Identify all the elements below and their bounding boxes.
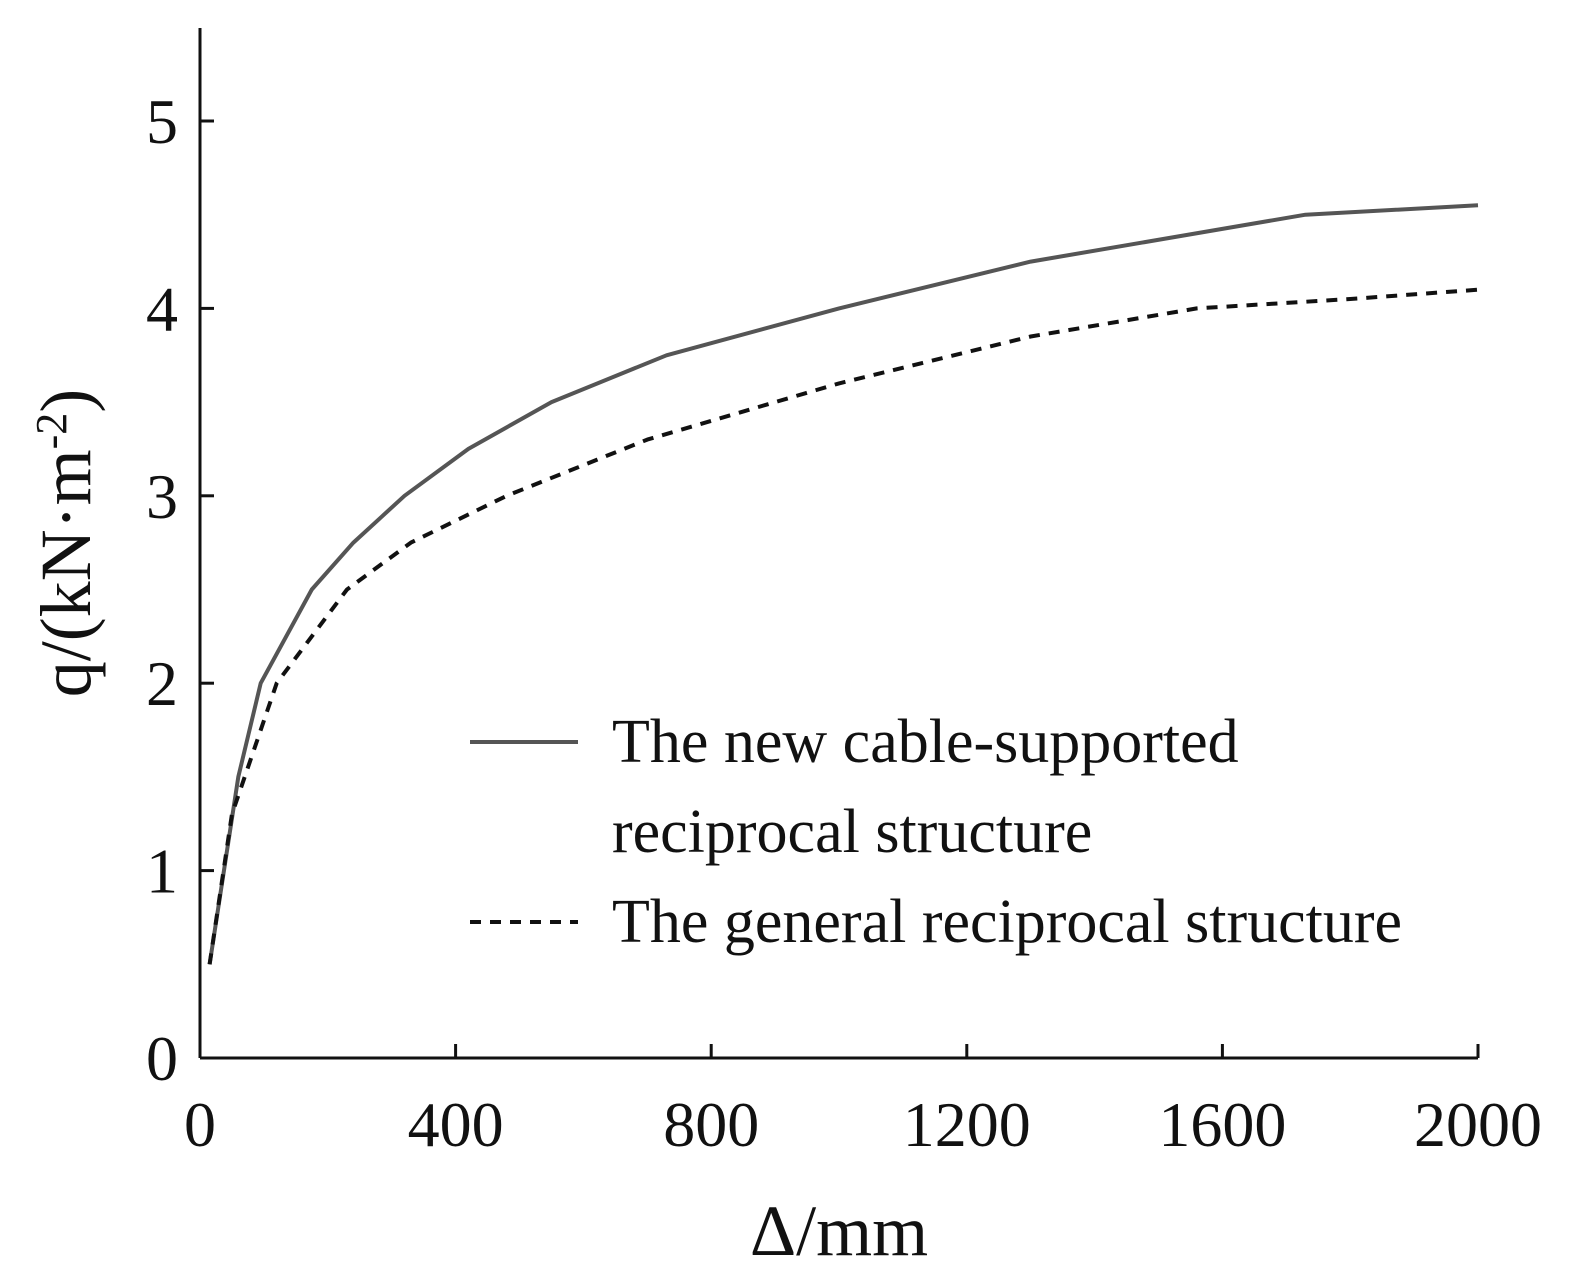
x-tick-label: 400 [408,1089,504,1160]
axes [198,28,1478,1060]
y-tick-label: 4 [146,273,178,344]
y-tick-label: 1 [146,836,178,907]
x-tick-label: 800 [663,1089,759,1160]
y-axis-title-main: q/(kN·m [26,449,106,697]
legend-label-new-line2: reciprocal structure [612,798,1092,866]
y-axis-title-close: ) [26,389,106,413]
y-axis-title-superscript: -2 [27,413,76,450]
legend-label-new-line1: The new cable-supported [612,708,1239,776]
x-tick-label: 2000 [1414,1089,1542,1160]
series-layer [207,203,1479,965]
x-tick-label: 1600 [1158,1089,1286,1160]
y-tick-label: 5 [146,86,178,157]
legend: The new cable-supported reciprocal struc… [470,708,1402,956]
legend-label-general: The general reciprocal structure [612,888,1402,956]
y-ticks: 0 1 2 3 4 5 [146,86,214,1094]
y-axis-title: q/(kN·m-2) [26,389,106,698]
x-axis-title: Δ/mm [750,1191,928,1271]
x-tick-label: 1200 [903,1089,1031,1160]
series-line-new-cable-supported [207,203,1479,965]
y-tick-label: 3 [146,461,178,532]
x-ticks: 0 400 800 1200 1600 2000 [184,1044,1542,1160]
y-tick-label: 0 [146,1023,178,1094]
series-line-general [207,287,1479,965]
y-tick-label: 2 [146,648,178,719]
x-tick-label: 0 [184,1089,216,1160]
